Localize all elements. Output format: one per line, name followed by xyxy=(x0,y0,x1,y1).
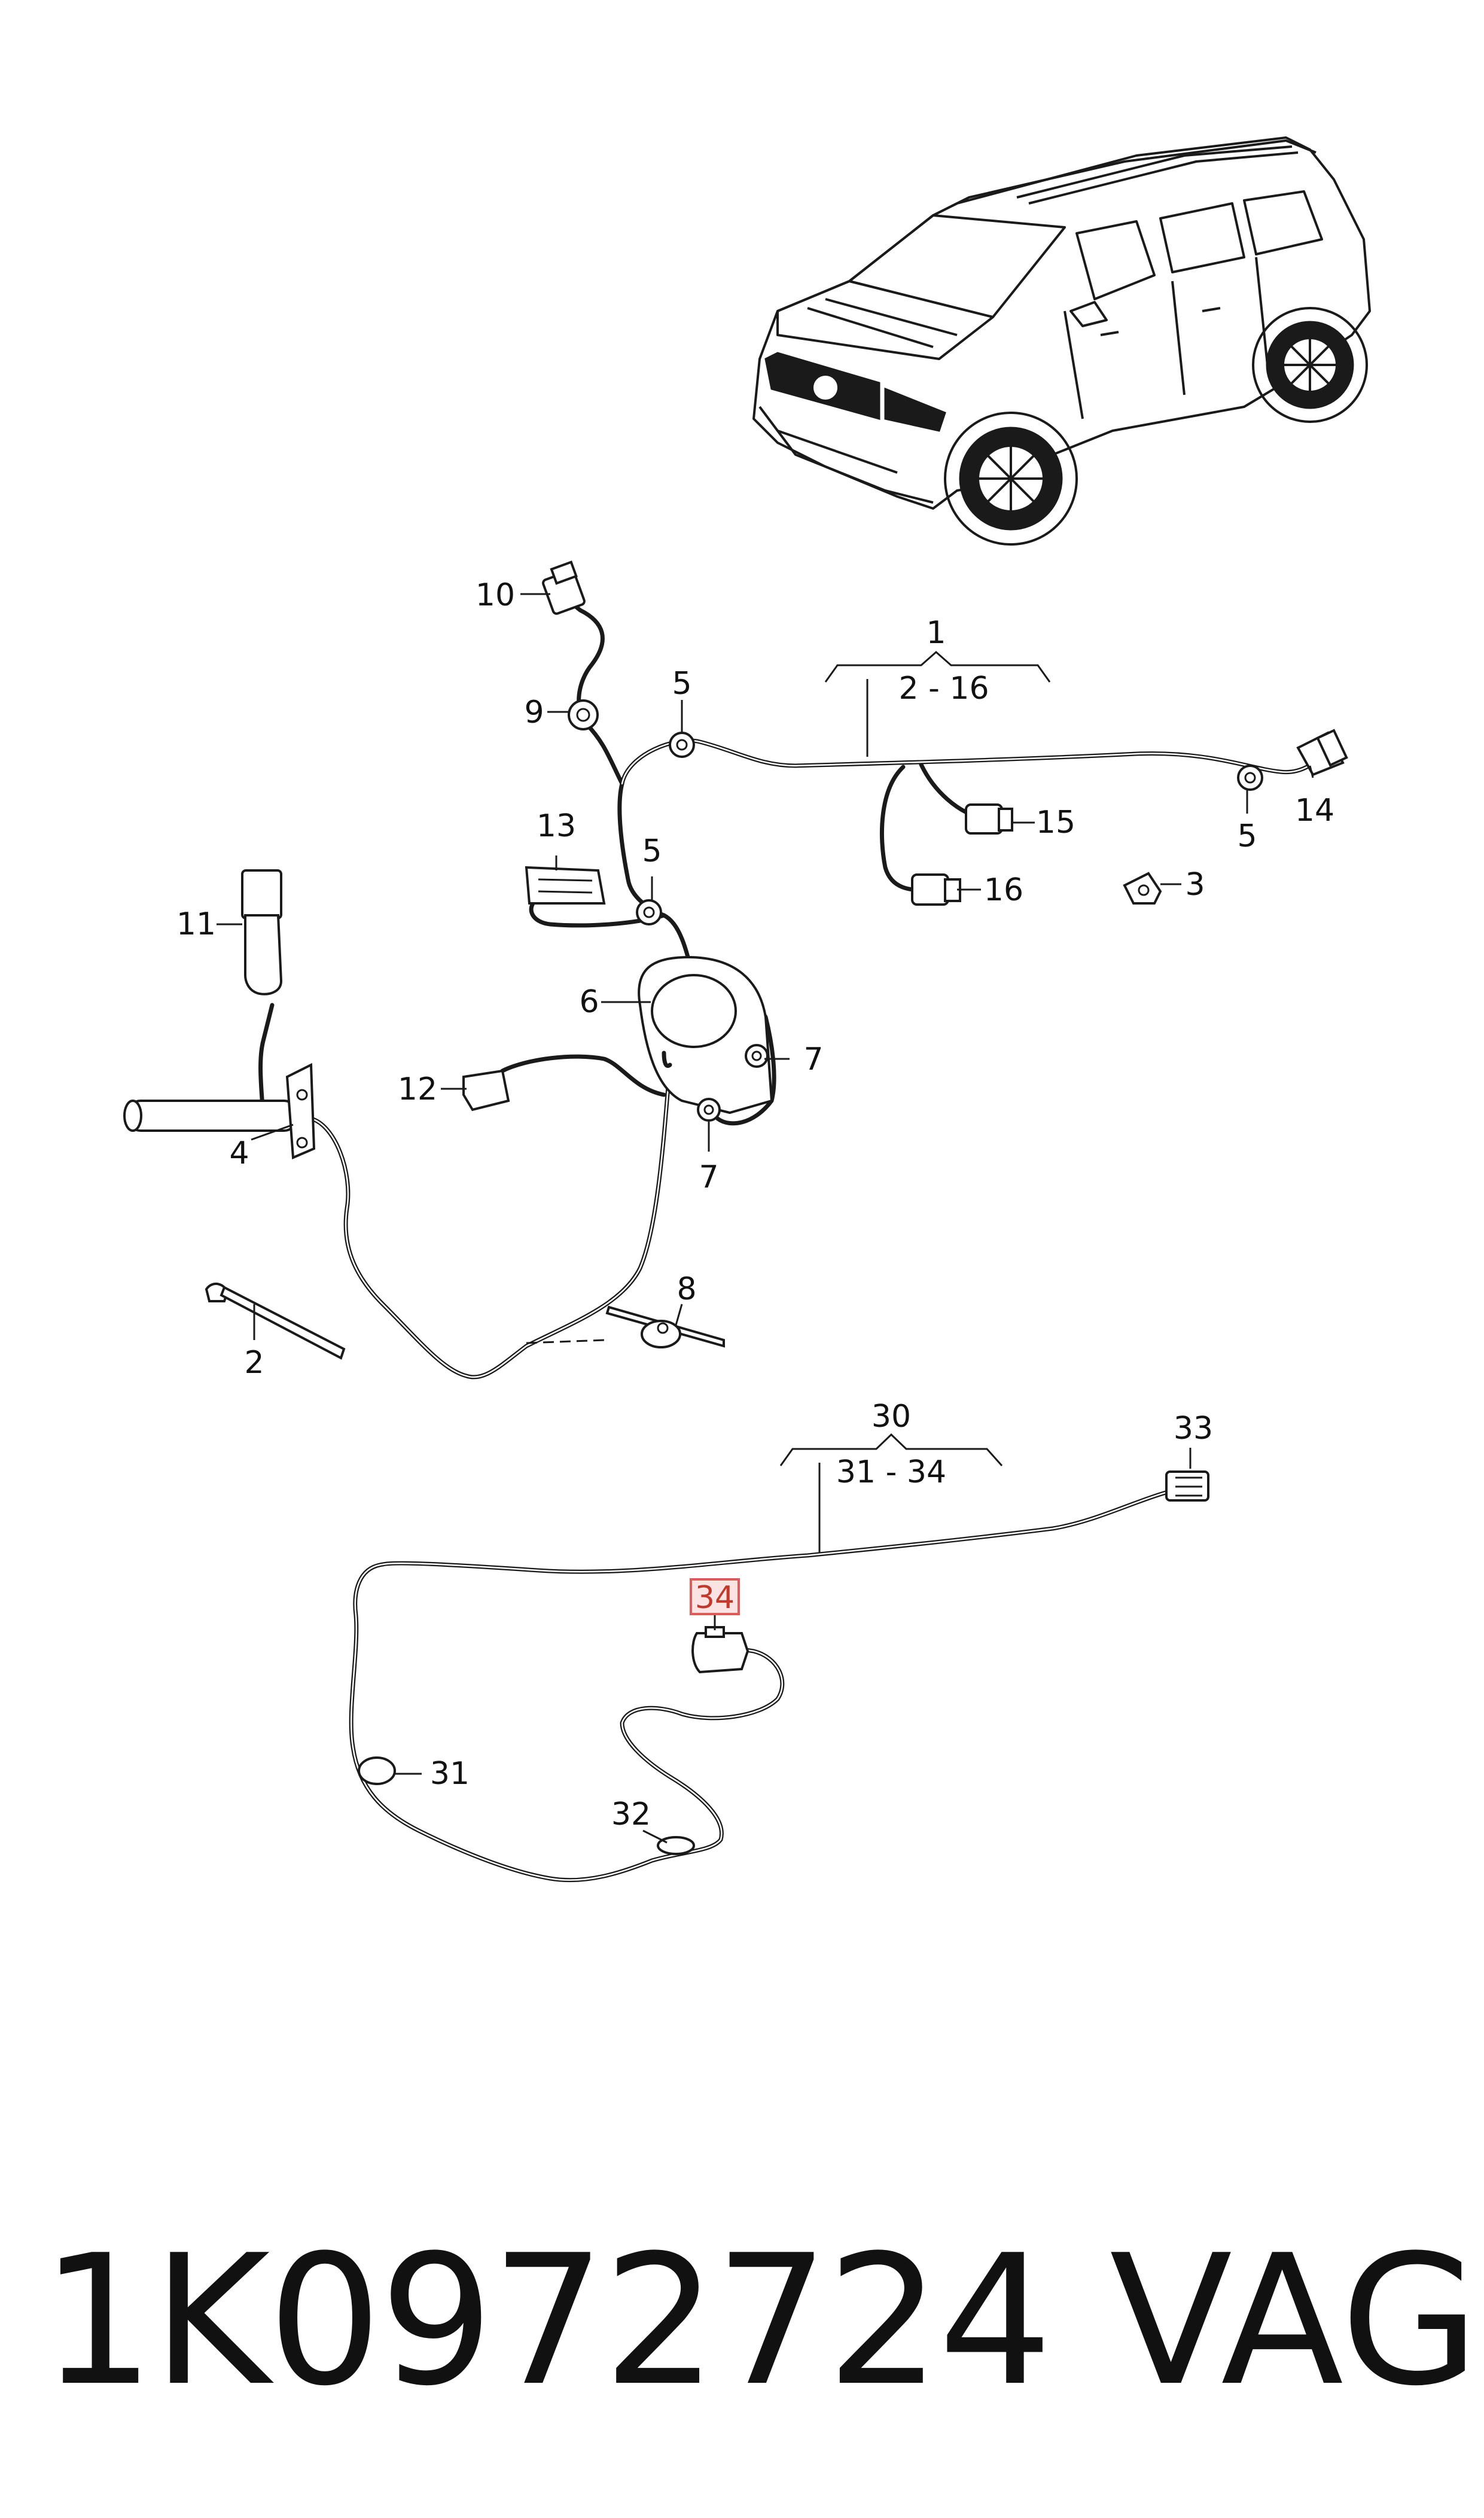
callout-5b: 5 xyxy=(642,833,662,869)
part-33-connector xyxy=(1165,1470,1209,1502)
callout-15: 15 xyxy=(1036,805,1075,841)
callout-34-highlight: 34 xyxy=(690,1578,740,1616)
part-3-clip xyxy=(1123,872,1162,905)
callout-labels: 1 2 - 16 10 9 5 5 5 14 15 16 3 13 6 7 7 … xyxy=(176,577,1334,1832)
callout-32: 32 xyxy=(611,1797,651,1832)
callout-14: 14 xyxy=(1295,793,1334,829)
callout-10: 10 xyxy=(476,577,515,613)
callout-2: 2 xyxy=(244,1345,264,1381)
callout-7b: 7 xyxy=(699,1159,718,1195)
part-4-bracket xyxy=(123,1062,316,1159)
part-14-connector xyxy=(1296,729,1348,777)
part-2-cable-tie xyxy=(205,1283,346,1360)
part-11-sensor xyxy=(241,869,283,995)
callout-leaders xyxy=(217,593,1314,1844)
callout-5c: 5 xyxy=(1237,818,1257,854)
callout-8: 8 xyxy=(677,1271,696,1307)
callout-30-range: 31 - 34 xyxy=(836,1454,946,1490)
callout-6: 6 xyxy=(579,984,599,1020)
callout-34: 34 xyxy=(695,1580,735,1616)
harness-1-wiring xyxy=(258,581,1336,1380)
part-6-unit xyxy=(638,955,773,1115)
harness-30-wiring xyxy=(349,1484,1199,1883)
callout-9: 9 xyxy=(524,695,544,730)
callout-13: 13 xyxy=(537,808,576,844)
callout-1: 1 xyxy=(926,615,946,651)
part-31-grommet xyxy=(358,1756,396,1785)
callout-7a: 7 xyxy=(803,1042,823,1077)
part-15-connector xyxy=(965,803,1013,835)
part-16-connector xyxy=(911,873,961,906)
callout-11: 11 xyxy=(176,906,216,942)
part-number: 1K0972724 xyxy=(41,2216,1053,2425)
callout-5a: 5 xyxy=(672,666,691,702)
manufacturer-label: VAG xyxy=(1110,2216,1480,2425)
callout-4: 4 xyxy=(229,1135,249,1171)
callout-16: 16 xyxy=(984,872,1023,908)
callout-3: 3 xyxy=(1185,867,1205,903)
harness-30-parts xyxy=(358,1470,1209,1855)
harness-1-wiring-inner xyxy=(280,739,1335,1378)
part-12-connector xyxy=(462,1069,510,1112)
part-10-connector xyxy=(542,561,586,615)
callout-1-range: 2 - 16 xyxy=(898,671,989,707)
part-13-connector xyxy=(525,866,606,905)
callout-33: 33 xyxy=(1174,1411,1213,1447)
harness-1-parts xyxy=(123,561,1348,1360)
vehicle-illustration xyxy=(752,136,1371,546)
part-8-clip xyxy=(605,1305,725,1348)
callout-12: 12 xyxy=(398,1071,437,1107)
part-32-clip xyxy=(657,1836,695,1855)
callout-31: 31 xyxy=(430,1756,470,1792)
part-34-sensor xyxy=(691,1626,749,1674)
callout-30: 30 xyxy=(871,1399,911,1435)
